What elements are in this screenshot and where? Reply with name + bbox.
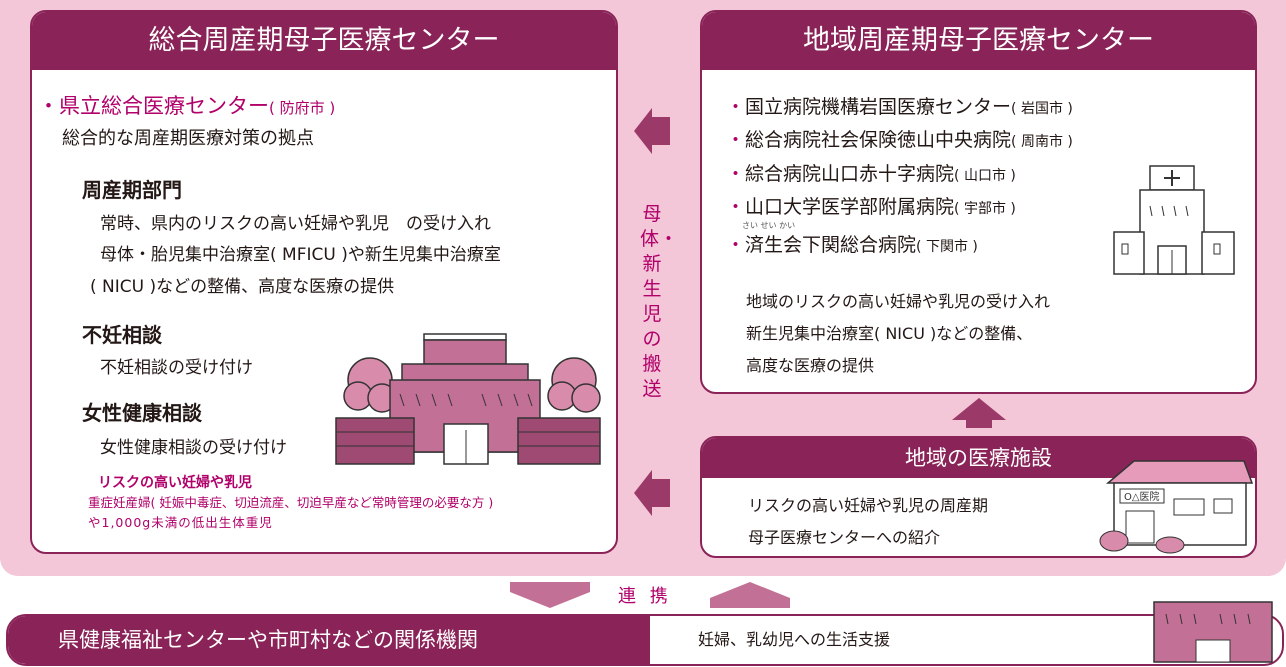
regional-hospital-3-city: ( 山口市 ) bbox=[954, 168, 1016, 184]
bottom-right-text: 妊婦、乳幼児への生活支援 bbox=[698, 630, 891, 649]
regional-hospital-4-city: ( 宇部市 ) bbox=[954, 201, 1016, 217]
perinatal-line-3: ( NICU )などの整備、高度な医療の提供 bbox=[90, 277, 395, 297]
womens-health-line-1: 女性健康相談の受け付け bbox=[100, 438, 287, 458]
local-facility-line-2: 母子医療センターへの紹介 bbox=[748, 528, 941, 547]
regional-hospital-illustration bbox=[1113, 165, 1235, 275]
regional-hospital-1-name: 国立病院機構岩国医療センター bbox=[745, 96, 1012, 118]
note-line-2: や1,000g未満の低出生体重児 bbox=[88, 515, 273, 530]
cooperation-label: 連 携 bbox=[618, 586, 672, 607]
clinic-sign-text: O△医院 bbox=[1124, 490, 1160, 503]
general-center-header: 総合周産期母子医療センター bbox=[32, 12, 616, 70]
general-center-subtitle: 総合的な周産期医療対策の拠点 bbox=[62, 128, 314, 149]
local-facility-line-1: リスクの高い妊婦や乳児の周産期 bbox=[748, 496, 989, 515]
regional-hospital-1: ・国立病院機構岩国医療センター( 岩国市 ) bbox=[726, 96, 1073, 118]
regional-hospital-3: ・綜合病院山口赤十字病院( 山口市 ) bbox=[726, 163, 1016, 185]
regional-center-panel: 地域周産期母子医療センター ・国立病院機構岩国医療センター( 岩国市 ) ・総合… bbox=[700, 10, 1257, 394]
clinic-illustration: O△医院 bbox=[1099, 460, 1254, 554]
regional-hospital-5-ruby: さい せい かい bbox=[742, 221, 796, 230]
regional-hospital-4: ・山口大学医学部附属病院( 宇部市 ) bbox=[726, 196, 1016, 218]
regional-desc-3: 高度な医療の提供 bbox=[746, 356, 875, 375]
perinatal-line-1: 常時、県内のリスクの高い妊婦や乳児 の受け入れ bbox=[100, 214, 491, 234]
general-center-hospital: ・県立総合医療センター( 防府市 ) bbox=[38, 94, 336, 118]
bottom-left-cell: 県健康福祉センターや市町村などの関係機関 bbox=[8, 616, 650, 664]
bottom-bar: 県健康福祉センターや市町村などの関係機関 妊婦、乳幼児への生活支援 bbox=[6, 614, 1284, 666]
regional-center-title: 地域周産期母子医療センター bbox=[803, 25, 1154, 56]
transport-label: 母体・新生児の搬送 bbox=[640, 203, 679, 400]
transport-arrow-upper bbox=[634, 108, 670, 154]
bottom-left-text: 県健康福祉センターや市町村などの関係機関 bbox=[58, 628, 478, 652]
bottom-building-illustration bbox=[1153, 601, 1273, 663]
section-heading-infertility: 不妊相談 bbox=[82, 323, 162, 347]
general-center-title: 総合周産期母子医療センター bbox=[148, 25, 500, 56]
general-center-panel: 総合周産期母子医療センター ・県立総合医療センター( 防府市 ) 総合的な周産期… bbox=[30, 10, 618, 554]
regional-desc-2: 新生児集中治療室( NICU )などの整備、 bbox=[746, 324, 1033, 343]
regional-hospital-5: ・済生会下関総合病院( 下関市 ) bbox=[726, 234, 978, 256]
section-heading-womens-health: 女性健康相談 bbox=[82, 401, 202, 425]
regional-hospital-4-name: 山口大学医学部附属病院 bbox=[745, 196, 955, 218]
section-heading-perinatal: 周産期部門 bbox=[82, 178, 182, 202]
perinatal-line-2: 母体・胎児集中治療室( MFICU )や新生児集中治療室 bbox=[100, 245, 501, 265]
regional-hospital-2: ・総合病院社会保険徳山中央病院( 周南市 ) bbox=[726, 129, 1073, 151]
infertility-line-1: 不妊相談の受け付け bbox=[100, 358, 253, 378]
referral-arrow-up bbox=[952, 398, 1006, 428]
note-title: リスクの高い妊婦や乳児 bbox=[98, 475, 252, 491]
regional-center-header: 地域周産期母子医療センター bbox=[702, 12, 1255, 70]
hospital-building-illustration bbox=[335, 333, 601, 465]
local-facility-title: 地域の医療施設 bbox=[905, 446, 1052, 470]
regional-hospital-2-city: ( 周南市 ) bbox=[1011, 134, 1073, 150]
regional-hospital-5-city: ( 下関市 ) bbox=[916, 239, 978, 255]
note-line-1: 重症妊産婦( 妊娠中毒症、切迫流産、切迫早産など常時管理の必要な方 ) bbox=[88, 495, 494, 510]
regional-desc-1: 地域のリスクの高い妊婦や乳児の受け入れ bbox=[746, 292, 1051, 311]
hospital-name: 県立総合医療センター bbox=[59, 94, 269, 118]
cooperation-arrow-down bbox=[510, 582, 590, 608]
local-facility-header: 地域の医療施設 bbox=[702, 438, 1255, 478]
transport-arrow-lower bbox=[634, 470, 670, 516]
regional-hospital-1-city: ( 岩国市 ) bbox=[1011, 101, 1073, 117]
regional-hospital-2-name: 総合病院社会保険徳山中央病院 bbox=[745, 129, 1012, 151]
hospital-city: ( 防府市 ) bbox=[269, 99, 336, 117]
regional-hospital-3-name: 綜合病院山口赤十字病院 bbox=[745, 163, 955, 185]
cooperation-arrow-up bbox=[710, 582, 790, 608]
regional-hospital-5-name: 済生会下関総合病院 bbox=[745, 234, 917, 256]
